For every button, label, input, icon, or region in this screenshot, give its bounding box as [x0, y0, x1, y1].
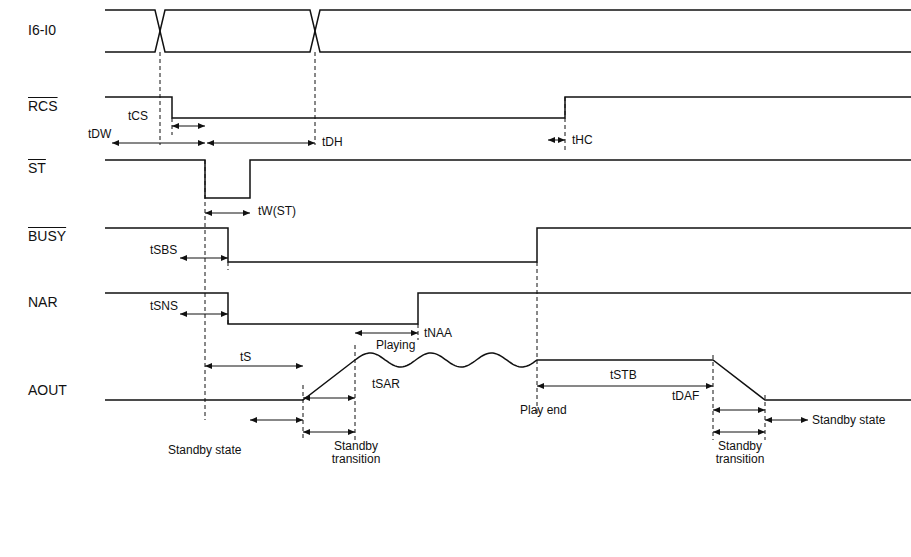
timing-label: Standby state	[168, 444, 241, 457]
signal-name: RCS	[28, 100, 58, 113]
tstb-arrow	[537, 386, 713, 387]
rcs-wave	[105, 97, 911, 118]
busy-wave	[105, 228, 911, 262]
st-wave	[105, 160, 911, 198]
tdh-arrow	[207, 143, 315, 144]
timing-label: tDW	[88, 128, 111, 141]
bus-line	[105, 10, 911, 52]
tw-arrow	[205, 213, 250, 214]
tdaf-arrow	[713, 410, 765, 411]
standby-arrow	[250, 420, 303, 421]
signal-name: NAR	[28, 296, 58, 309]
timing-label: tSTB	[610, 369, 637, 382]
timing-label: tDH	[322, 136, 343, 149]
transition-arrow	[713, 432, 765, 433]
timing-label: Playing	[376, 339, 415, 352]
tnaa-arrow	[355, 333, 418, 334]
timing-label: Standby transition	[704, 440, 776, 466]
timing-label: tSBS	[150, 244, 177, 257]
tsar-arrow	[303, 398, 355, 399]
timing-label: tSAR	[372, 378, 400, 391]
thc-arrow	[548, 140, 565, 141]
ts-arrow	[205, 366, 303, 367]
tcs-arrow	[172, 126, 205, 127]
timing-label: Play end	[520, 404, 567, 417]
signal-name: I6-I0	[28, 24, 56, 37]
tsns-arrow	[180, 314, 228, 315]
timing-label: tCS	[128, 110, 148, 123]
bus-line	[105, 10, 911, 52]
tsbs-arrow	[180, 258, 228, 259]
nar-wave	[105, 293, 911, 324]
timing-label: tSNS	[150, 300, 178, 313]
standby-arrow	[765, 420, 808, 421]
aout-wave	[105, 353, 911, 400]
timing-label: tW(ST)	[258, 205, 296, 218]
signal-name: ST	[28, 162, 46, 175]
tdw-arrow	[112, 143, 205, 144]
transition-arrow	[303, 432, 355, 433]
timing-label: tNAA	[424, 327, 452, 340]
signal-name: BUSY	[28, 230, 66, 243]
reference-lines	[160, 52, 765, 440]
timing-label: tDAF	[672, 390, 699, 403]
timing-label: tHC	[572, 134, 593, 147]
timing-label: tS	[240, 351, 251, 364]
signal-name: AOUT	[28, 384, 67, 397]
timing-label: Standby state	[812, 414, 885, 427]
timing-label: Standby transition	[320, 440, 392, 466]
